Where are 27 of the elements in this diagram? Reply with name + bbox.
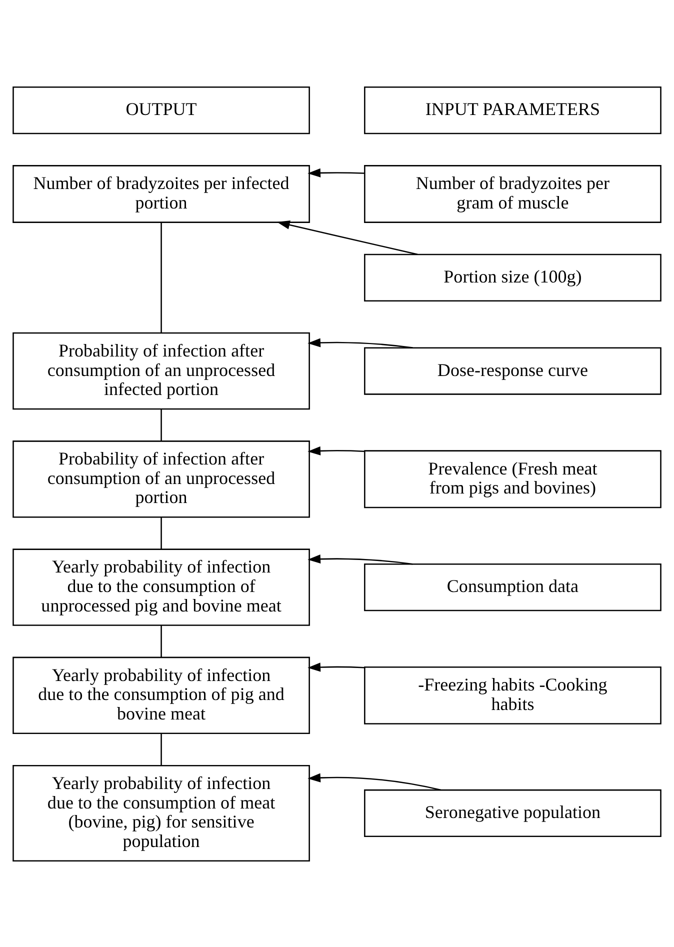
arrow xyxy=(308,338,413,348)
connector xyxy=(160,733,162,765)
node-box: Number of bradyzoites per infected portion xyxy=(12,164,310,222)
arrow xyxy=(308,554,413,564)
node-box: Probability of infection after consumption of an unprocessed portion xyxy=(12,440,310,518)
node-box: -Freezing habits -Cooking habits xyxy=(364,666,662,724)
arrow xyxy=(308,772,442,790)
node-box: Probability of infection after consumption of an unprocessed infected portion xyxy=(12,332,310,410)
node-box: OUTPUT xyxy=(12,86,310,134)
node-box: INPUT PARAMETERS xyxy=(364,86,662,134)
connector xyxy=(160,625,162,657)
connector xyxy=(160,516,162,549)
arrow xyxy=(308,168,364,177)
node-box: Number of bradyzoites per gram of muscle xyxy=(364,164,662,222)
node-box: Prevalence (Fresh meat from pigs and bovines) xyxy=(364,450,662,508)
arrow xyxy=(276,220,418,255)
node-box: Yearly probability of infection due to the consumption of meat (bovine, pig) for sensitive population xyxy=(12,764,310,861)
arrow xyxy=(308,662,364,672)
node-box: Consumption data xyxy=(364,562,662,611)
node-box: Portion size (100g) xyxy=(364,253,662,301)
node-box: Yearly probability of infection due to the consumption of unprocessed pig and bovine meat xyxy=(12,548,310,626)
node-box: Seronegative population xyxy=(364,788,662,837)
node-box: Dose-response curve xyxy=(364,346,662,394)
node-box: Yearly probability of infection due to the consumption of pig and bovine meat xyxy=(12,656,310,734)
arrow xyxy=(308,446,364,455)
connector xyxy=(160,408,162,441)
connector xyxy=(160,222,162,332)
